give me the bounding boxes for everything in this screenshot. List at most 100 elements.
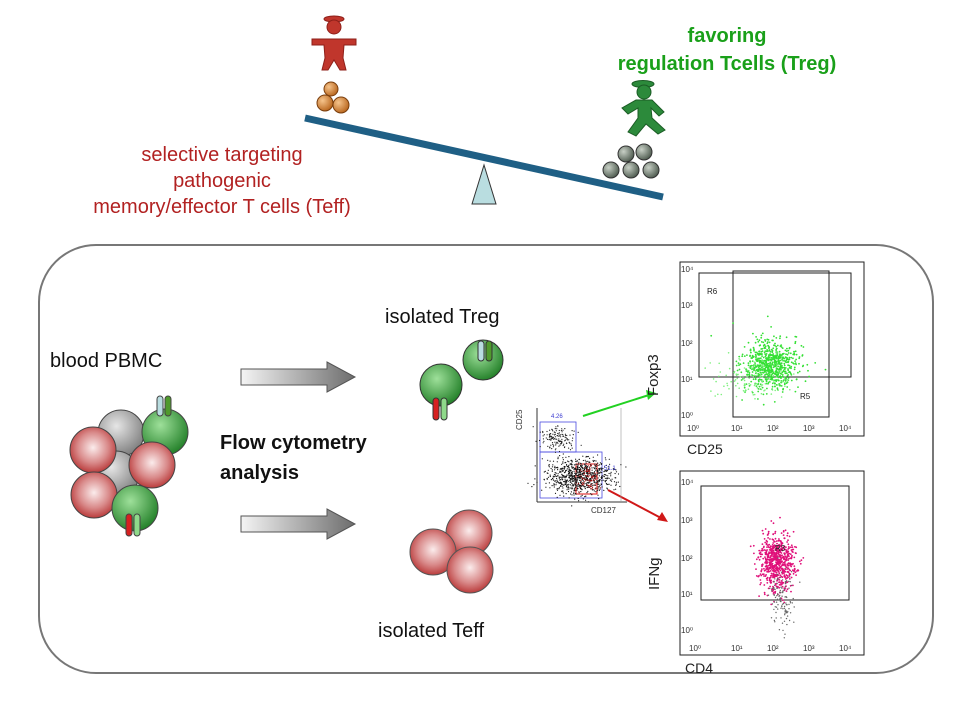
event-dot [790,590,792,593]
event-dot [760,582,762,584]
event-dot [783,360,786,362]
event-dot [783,620,786,622]
event-dot [781,353,784,356]
event-dot [783,558,785,561]
event-dot [763,567,765,570]
event-dot [736,373,738,376]
event-dot [749,384,752,386]
event-dot [556,441,558,443]
event-dot [797,386,799,388]
event-dot [556,489,559,491]
pbmc-cell-cluster-icon [69,395,189,537]
event-dot [620,464,622,466]
event-dot [761,563,764,566]
event-dot [562,474,564,476]
event-dot [787,567,790,570]
event-dot [588,486,590,488]
event-dot [587,471,589,474]
event-dot [761,364,764,367]
event-dot [580,479,582,481]
event-dot [786,381,789,383]
event-dot [778,599,780,601]
event-dot [567,439,569,441]
event-dot [768,341,771,344]
event-dot [577,483,579,485]
event-dot [771,590,773,592]
event-dot [786,570,789,573]
event-dot [757,383,760,385]
event-dot [792,357,794,360]
ifng-plot-y-title: IFNg [646,557,663,590]
event-dot [761,547,764,550]
event-dot [771,370,774,372]
event-dot [766,534,769,536]
event-dot [782,357,784,360]
event-dot [781,391,784,393]
event-dot [767,530,770,533]
event-dot [588,470,590,472]
event-dot [580,444,582,446]
event-dot [573,475,576,477]
event-dot [584,467,586,469]
event-dot [765,360,768,363]
event-dot [779,566,782,568]
event-dot [558,429,560,432]
event-dot [560,468,562,470]
event-dot [548,436,550,438]
event-dot [581,494,583,496]
event-dot [749,360,752,363]
event-dot [555,484,557,486]
event-dot [751,357,753,360]
event-dot [758,370,761,372]
event-dot [764,553,767,556]
event-dot [555,472,557,474]
event-dot [554,472,556,474]
foxp3-y-tick-1: 10¹ [681,375,693,384]
event-dot [594,466,596,468]
event-dot [605,459,607,461]
event-dot [591,475,593,477]
event-dot [554,428,556,430]
event-dot [552,436,554,438]
event-dot [575,463,577,465]
event-dot [779,356,782,359]
event-dot [584,465,587,467]
event-dot [556,475,558,477]
event-dot [755,359,758,362]
event-dot [759,368,762,370]
event-dot [574,484,577,486]
event-dot [759,383,762,386]
event-dot [774,606,776,608]
event-dot [779,369,782,372]
event-dot [770,545,772,548]
event-dot [561,428,563,430]
event-dot [570,491,572,493]
event-dot [736,382,739,385]
event-dot [786,563,789,566]
event-dot [574,476,576,478]
event-dot [753,384,756,387]
event-dot [589,480,591,482]
event-dot [779,359,782,362]
event-dot [788,572,791,575]
event-dot [787,559,789,561]
event-dot [767,537,769,539]
foxp3-x-tick-3: 10³ [803,424,815,433]
event-dot [765,380,768,383]
event-dot [591,483,593,485]
event-dot [780,586,782,588]
event-dot [781,605,783,607]
event-dot [794,340,797,343]
event-dot [764,556,766,558]
event-dot [558,476,560,478]
event-dot [764,551,767,554]
event-dot [593,467,595,469]
event-dot [761,355,763,357]
event-dot [772,556,775,558]
event-dot [552,460,555,462]
event-dot [783,383,786,386]
event-dot [575,493,577,495]
event-dot [779,335,782,338]
event-dot [779,594,781,597]
event-dot [554,480,556,482]
